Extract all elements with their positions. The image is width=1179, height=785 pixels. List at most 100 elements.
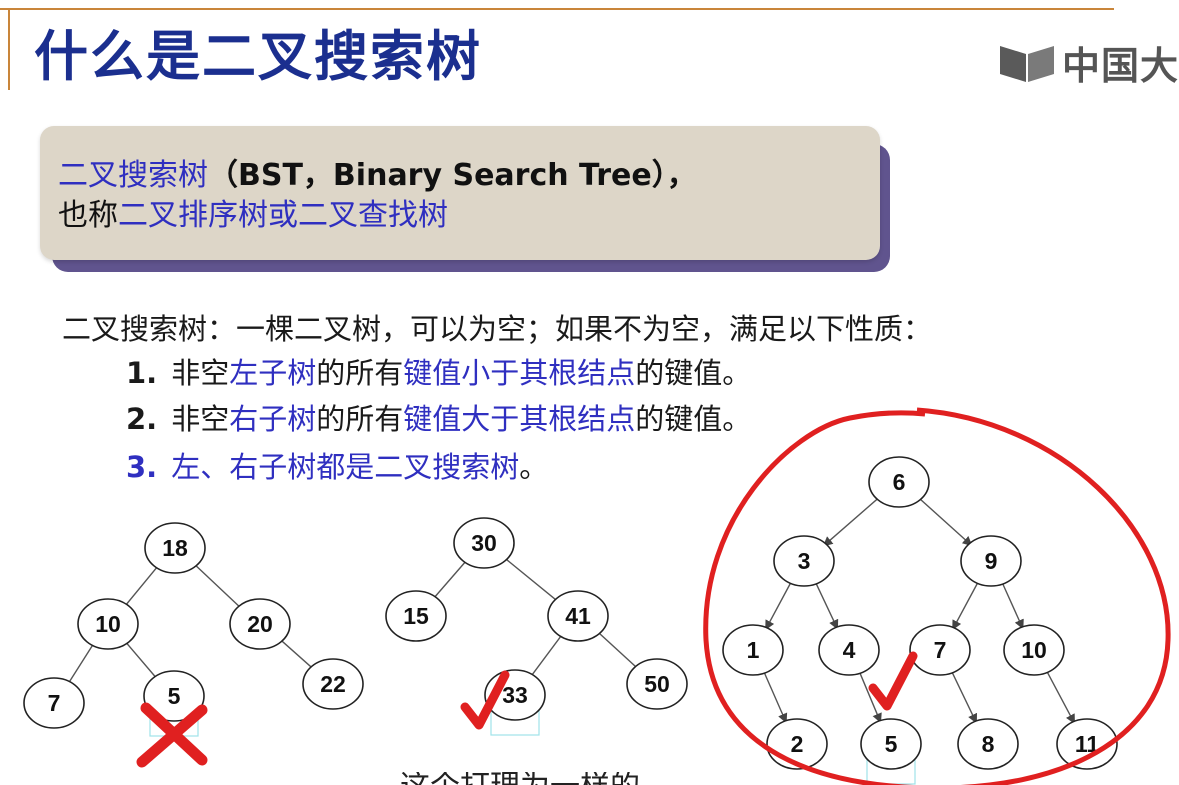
rule-text-part: 左、右子树都是二叉搜索树 [171,450,520,484]
tree-edge [124,565,159,607]
tree-node: 7 [909,624,971,676]
tree-edge [596,630,639,670]
property-rule-3: 3. 左、右子树都是二叉搜索树。 [126,444,548,486]
check-mark-icon [460,670,510,730]
rule-text-part: 的键值。 [635,402,752,436]
brand-text: 中国大 [1061,43,1179,88]
tree-node: 5 [860,718,922,770]
annotation-circle [703,407,1171,785]
tree-node: 15 [385,590,447,642]
tree-node: 10 [1003,624,1065,676]
tree-node-label: 4 [843,637,856,663]
rule-number: 1. [126,356,158,390]
tree-node: 7 [23,677,85,729]
tree-node: 10 [77,598,139,650]
tree-edge [1001,582,1024,630]
tree-1: 18 10 20 7 5 22 [23,522,364,768]
tree-edge [503,557,559,602]
tree-node-label: 20 [247,611,273,637]
tree-node: 8 [957,718,1019,770]
also-called: 也称 [58,198,118,233]
tree-edge [822,496,880,547]
tree-node: 5 [143,670,205,722]
tree-node: 1 [722,624,784,676]
tree-edge [814,581,839,630]
rule-text-part: 键值大于其根结点 [403,402,636,436]
tree-node: 3 [773,535,835,587]
tree-edge [1045,670,1076,725]
rule-text-part: 右子树 [229,402,317,436]
tree-node-label: 5 [885,731,898,757]
term-search-tree: 二叉查找树 [298,198,448,233]
bst-full-name: （BST，Binary Search Tree）， [208,158,697,193]
tree-node-label: 15 [403,603,429,629]
tree-edge [279,638,314,670]
tree-node-label: 10 [1021,637,1047,663]
tree-edge [193,563,242,609]
tree-node: 6 [868,456,930,508]
tree-node: 30 [453,517,515,569]
cross-mark-icon [136,702,208,768]
tree-edge [858,671,882,724]
tree-edge [124,641,158,679]
tree-node-label: 2 [791,731,804,757]
definition-line-2: 也称二叉排序树或二叉查找树 [58,198,448,234]
definition-box: 二叉搜索树（BST，Binary Search Tree）， 也称二叉排序树或二… [40,126,880,260]
term-bst: 二叉搜索树 [58,158,208,193]
rule-text-part: 左子树 [229,356,317,390]
tree-edge [432,559,468,600]
rule-text-part: 的所有 [316,402,404,436]
tree-node: 41 [547,590,609,642]
brand-logo: 中国大 [998,32,1179,92]
tree-node-label: 10 [95,611,121,637]
rule-text-part: 键值小于其根结点 [403,356,636,390]
rule-text-part: 的键值。 [635,356,752,390]
tree-2: 30 15 41 33 50 [385,517,688,736]
tree-node-label: 5 [168,683,181,709]
video-subtitle: 这个打理为一样的 [400,772,640,785]
tree-edge [917,496,973,547]
tree-edge [67,643,95,684]
term-sorted-tree: 二叉排序树 [118,198,268,233]
tree-node-label: 8 [982,731,995,757]
left-rule [8,10,10,90]
tree-edge [950,670,978,724]
tree-node: 22 [302,658,364,710]
tree-node-label: 22 [320,671,346,697]
tree-node-label: 41 [565,603,591,629]
tree-node-label: 6 [893,469,906,495]
top-rule [0,8,1114,10]
property-rule-1: 1.非空左子树的所有键值小于其根结点的键值。 [126,350,751,392]
tree-node: 4 [818,624,880,676]
tree-node-label: 18 [162,535,188,561]
rule-number: 2. [126,402,158,436]
tree-edge [952,581,979,631]
check-mark-icon [868,651,918,711]
tree-node-label: 9 [985,548,998,574]
rule-text-part: 非空 [171,356,230,390]
slide-title: 什么是二叉搜索树 [34,25,482,88]
rule-text-part: 。 [519,450,549,484]
tree-node: 18 [144,522,206,574]
tree-node-label: 7 [48,690,61,716]
tree-node: 20 [229,598,291,650]
rule-text-part: 非空 [171,402,230,436]
book-logo-icon [999,46,1054,82]
rule-number: 3. [126,450,158,484]
tree-node: 50 [626,658,688,710]
tree-edge [530,634,563,677]
tree-node-label: 3 [798,548,811,574]
tree-edge [763,671,788,724]
tree-node: 9 [960,535,1022,587]
properties-intro: 二叉搜索树：一棵二叉树，可以为空；如果不为空，满足以下性质： [62,312,933,346]
definition-line-1: 二叉搜索树（BST，Binary Search Tree）， [58,158,697,194]
tree-node-label: 30 [471,530,497,556]
tree-node-label: 33 [502,682,528,708]
tree-edge [765,581,792,631]
term-or: 或 [268,198,298,233]
tree-node-label: 7 [934,637,947,663]
tree-node-label: 1 [747,637,760,663]
property-rule-2: 2. 非空右子树的所有键值大于其根结点的键值。 [126,396,751,438]
